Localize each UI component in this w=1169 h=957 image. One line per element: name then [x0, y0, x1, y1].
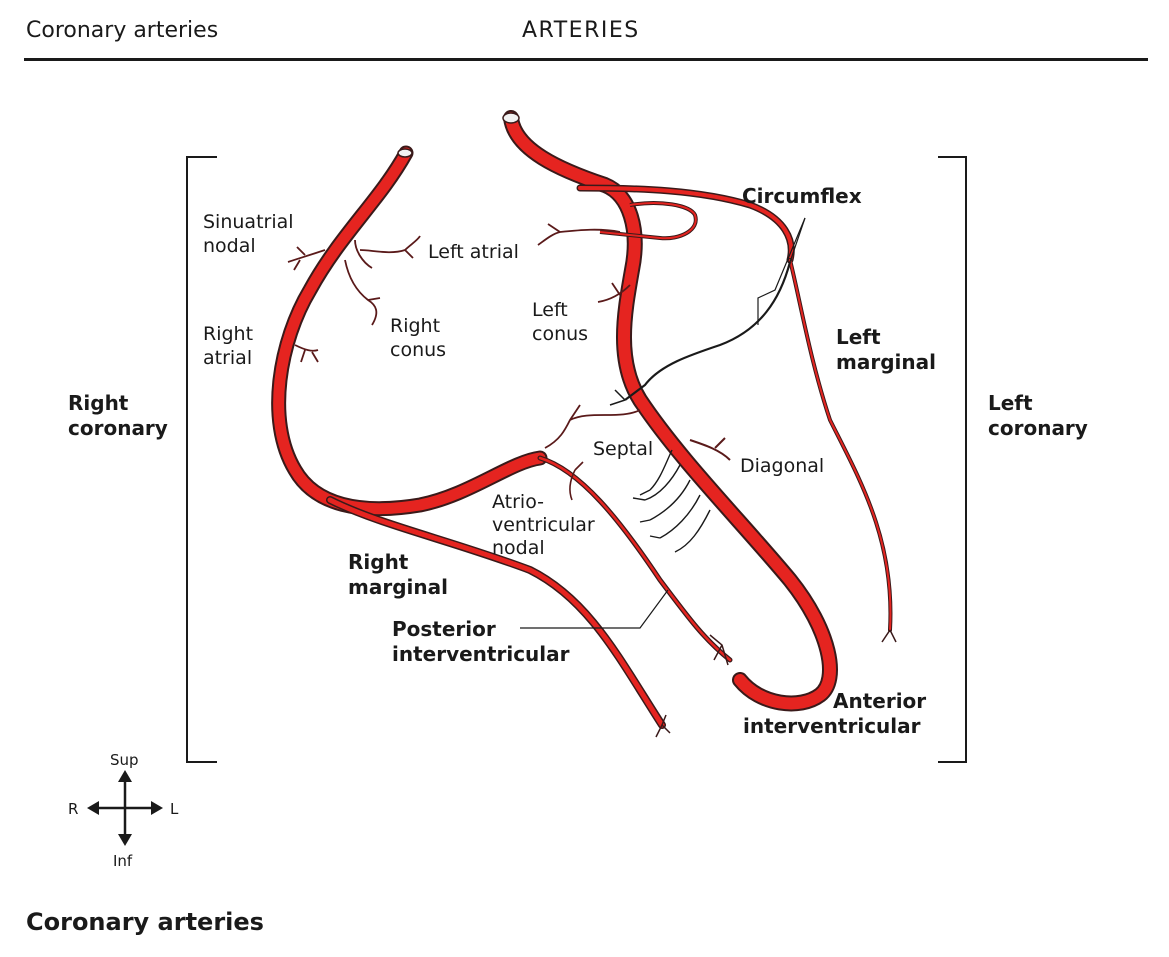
label-right-coronary-2: coronary [68, 416, 168, 440]
arrow-up-icon [118, 770, 132, 782]
label-av-nodal-3: nodal [492, 537, 545, 559]
label-circumflex: Circumflex [742, 184, 862, 208]
label-anterior-iv-1: Anterior [833, 689, 926, 713]
right-coronary-bracket [186, 156, 217, 763]
label-right-marginal-2: marginal [348, 575, 448, 599]
section-title: ARTERIES [522, 18, 640, 43]
label-left-marginal-1: Left [836, 325, 881, 349]
right-coronary-branches [287, 235, 421, 363]
arrow-down-icon [118, 834, 132, 846]
label-left-coronary-2: coronary [988, 416, 1088, 440]
orientation-compass: Sup Inf R L [68, 751, 179, 870]
label-right-conus-2: conus [390, 339, 446, 361]
label-left-conus-1: Left [532, 299, 568, 321]
arrow-left-icon [87, 801, 99, 815]
label-right-atrial-2: atrial [203, 347, 252, 369]
label-av-nodal-1: Atrio- [492, 491, 544, 513]
right-marginal-artery [326, 496, 671, 738]
figure-caption: Coronary arteries [26, 908, 264, 936]
diagonal-branch [689, 437, 731, 461]
label-av-nodal-2: ventricular [492, 514, 595, 536]
compass-inf: Inf [113, 852, 133, 870]
left-coronary-bracket [938, 156, 967, 763]
header-rule [24, 58, 1148, 61]
label-left-marginal-2: marginal [836, 350, 936, 374]
left-marginal-artery [788, 258, 897, 643]
label-sinuatrial-nodal-2: nodal [203, 235, 256, 257]
av-nodal-branch [569, 461, 584, 501]
septal-branches [632, 449, 711, 553]
compass-sup: Sup [110, 751, 139, 769]
circumflex-artery [576, 184, 795, 264]
leader-lines [520, 217, 806, 629]
label-anterior-iv-2: interventricular [743, 714, 921, 738]
label-right-atrial-1: Right [203, 323, 253, 345]
compass-left: L [170, 800, 179, 818]
label-left-conus-2: conus [532, 323, 588, 345]
arrow-right-icon [151, 801, 163, 815]
label-right-marginal-1: Right [348, 550, 409, 574]
label-left-coronary-1: Left [988, 391, 1033, 415]
right-coronary-artery [271, 145, 548, 517]
circumflex-posterior-branch [609, 261, 792, 406]
left-coronary-branches [537, 223, 641, 449]
label-right-coronary-1: Right [68, 391, 129, 415]
label-posterior-iv-1: Posterior [392, 617, 496, 641]
label-sinuatrial-nodal-1: Sinuatrial [203, 211, 294, 233]
running-head: Coronary arteries [26, 18, 219, 43]
label-posterior-iv-2: interventricular [392, 642, 570, 666]
label-left-atrial: Left atrial [428, 241, 519, 263]
label-right-conus-1: Right [390, 315, 440, 337]
label-diagonal: Diagonal [740, 455, 824, 477]
label-septal: Septal [593, 438, 653, 460]
compass-right: R [68, 800, 78, 818]
